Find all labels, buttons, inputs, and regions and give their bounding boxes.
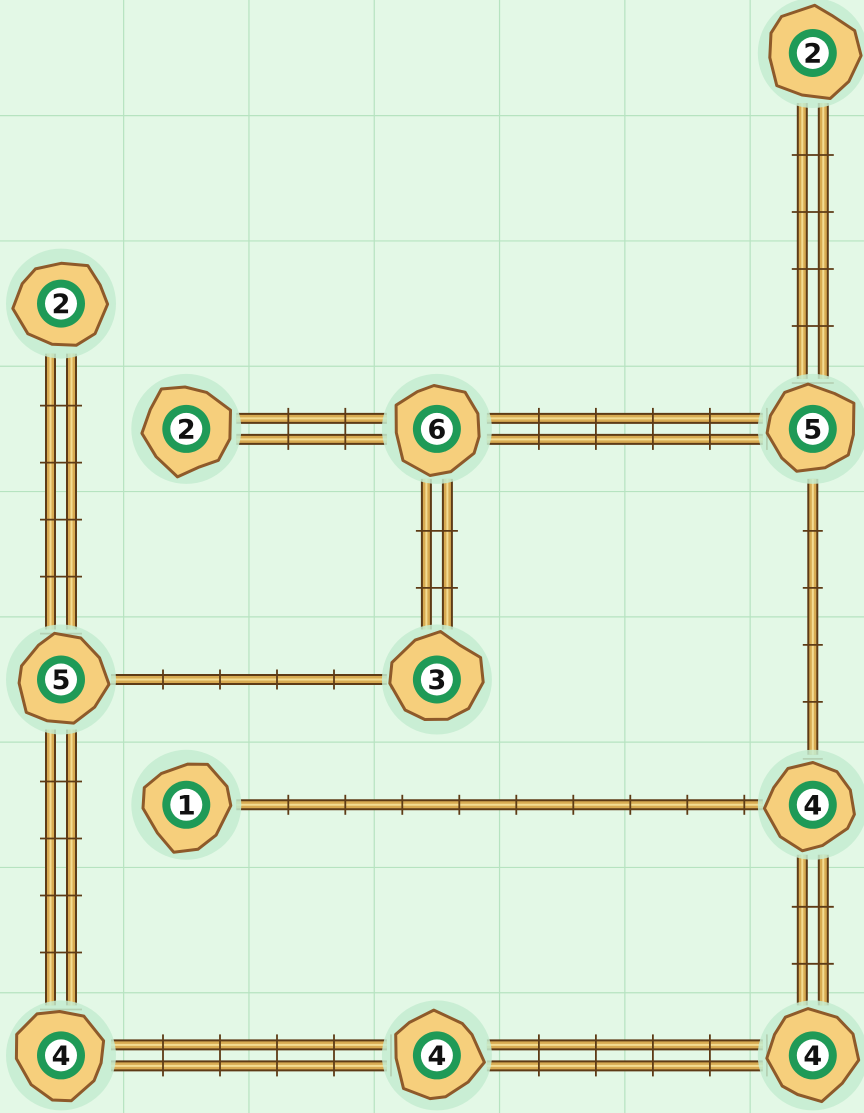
double-bridge-i3-i6[interactable]	[416, 479, 458, 630]
double-bridge-i10-i11[interactable]	[487, 1034, 767, 1076]
double-bridge-i0-i4[interactable]	[792, 103, 834, 383]
double-bridge-i2-i3[interactable]	[236, 408, 387, 450]
islands: 2 2 2 6 5 5 3 1 4 4 4 4	[6, 0, 864, 1110]
island-number: 6	[428, 414, 447, 445]
island-i10[interactable]: 4	[382, 1000, 492, 1110]
island-i2[interactable]: 2	[131, 374, 241, 484]
island-i7[interactable]: 1	[131, 750, 241, 860]
island-number: 4	[52, 1041, 71, 1072]
island-i5[interactable]: 5	[6, 625, 116, 735]
island-i4[interactable]: 5	[758, 374, 864, 484]
double-bridge-i8-i11[interactable]	[792, 855, 834, 1006]
island-i1[interactable]: 2	[6, 249, 116, 359]
single-bridge-i4-i8[interactable]	[803, 479, 823, 759]
double-bridge-i9-i10[interactable]	[111, 1034, 391, 1076]
island-number: 2	[803, 39, 822, 70]
double-bridge-i3-i4[interactable]	[487, 408, 767, 450]
island-number: 4	[428, 1041, 447, 1072]
island-number: 1	[177, 790, 196, 821]
island-number: 5	[803, 414, 822, 445]
island-i11[interactable]: 4	[758, 1000, 864, 1110]
island-number: 2	[52, 289, 71, 320]
double-bridge-i1-i5[interactable]	[40, 354, 82, 634]
single-bridge-i5-i6[interactable]	[111, 670, 391, 690]
island-number: 5	[52, 665, 71, 696]
island-i9[interactable]: 4	[6, 1000, 116, 1110]
island-i0[interactable]: 2	[758, 0, 864, 108]
island-number: 3	[428, 665, 447, 696]
island-i8[interactable]: 4	[758, 750, 864, 860]
island-i6[interactable]: 3	[382, 625, 492, 735]
island-number: 2	[177, 414, 196, 445]
bridges	[40, 103, 834, 1076]
island-i3[interactable]: 6	[382, 374, 492, 484]
island-number: 4	[803, 1041, 822, 1072]
island-number: 4	[803, 790, 822, 821]
double-bridge-i5-i9[interactable]	[40, 730, 82, 1010]
